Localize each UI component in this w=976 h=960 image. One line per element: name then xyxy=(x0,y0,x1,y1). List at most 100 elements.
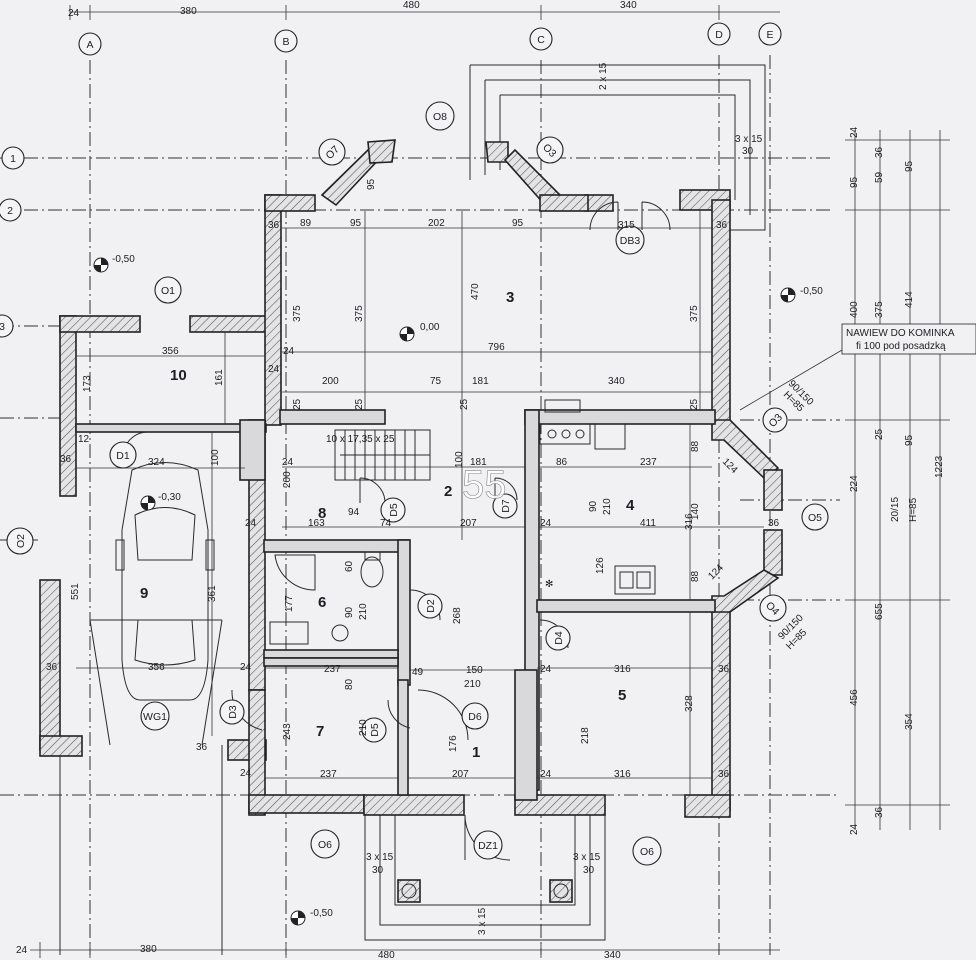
window-o7[interactable]: O7 xyxy=(318,138,346,166)
svg-text:243: 243 xyxy=(282,723,293,740)
door-d4[interactable]: D4 xyxy=(545,625,571,651)
dimension-values: 89 95 202 95 315 36 36 470 375 375 375 9… xyxy=(46,178,780,780)
rdim-95b: 95 xyxy=(904,160,915,172)
svg-text:D5: D5 xyxy=(369,723,381,737)
svg-text:375: 375 xyxy=(292,305,303,322)
garage-door-wg1[interactable]: WG1 xyxy=(140,701,170,731)
svg-text:36: 36 xyxy=(196,742,208,753)
terrace-30: 30 xyxy=(742,146,754,157)
vent-subtitle: fi 100 pod posadzką xyxy=(856,341,946,352)
room-5-label: 5 xyxy=(618,687,626,704)
wall-bottom-mid xyxy=(363,794,465,816)
svg-text:173: 173 xyxy=(82,375,93,392)
inner-dimension-lines xyxy=(76,211,764,795)
svg-text:12: 12 xyxy=(78,434,90,445)
terrace-steps: 3 x 15 xyxy=(735,134,763,145)
window-o3b[interactable]: O3 xyxy=(762,407,788,433)
axis-bubble-2: 2 xyxy=(0,198,22,222)
svg-text:140: 140 xyxy=(690,503,701,520)
window-o2[interactable]: O2 xyxy=(6,527,34,555)
svg-text:94: 94 xyxy=(348,507,360,518)
wall-bath-bottom xyxy=(263,649,399,659)
svg-text:361: 361 xyxy=(207,585,218,602)
axis-bubble-a: A xyxy=(78,32,102,56)
bottom-dimension-line: 24 380 480 340 xyxy=(16,942,780,960)
rdim-354: 354 xyxy=(904,713,915,730)
svg-text:89: 89 xyxy=(300,218,312,229)
svg-text:25: 25 xyxy=(292,398,303,410)
axis-bubble-c: C xyxy=(529,27,553,51)
porch-steps-right: 3 x 15 xyxy=(573,852,601,863)
svg-text:36: 36 xyxy=(46,662,58,673)
walls xyxy=(39,139,783,818)
svg-text:181: 181 xyxy=(470,457,487,468)
svg-text:O8: O8 xyxy=(433,111,447,123)
bottom-dim-380: 380 xyxy=(140,944,157,955)
svg-text:100: 100 xyxy=(454,451,465,468)
rdim-95c: 95 xyxy=(904,434,915,446)
svg-text:237: 237 xyxy=(640,457,657,468)
top-dim-340: 340 xyxy=(620,0,637,11)
svg-text:237: 237 xyxy=(320,769,337,780)
svg-text:-0,30: -0,30 xyxy=(158,492,181,503)
door-d5b[interactable]: D5 xyxy=(361,717,387,743)
svg-text:3: 3 xyxy=(0,321,5,333)
svg-text:356: 356 xyxy=(148,662,165,673)
wall-right-upper xyxy=(711,199,731,426)
svg-text:316: 316 xyxy=(684,513,695,530)
svg-text:316: 316 xyxy=(614,664,631,675)
watermark: 55 xyxy=(462,463,507,507)
svg-text:24: 24 xyxy=(240,768,252,779)
svg-text:163: 163 xyxy=(308,518,325,529)
svg-text:36: 36 xyxy=(60,454,72,465)
door-d2[interactable]: D2 xyxy=(417,593,443,619)
svg-text:551: 551 xyxy=(70,583,81,600)
axis-bubble-d: D xyxy=(707,22,731,46)
kitchen-fixtures: ✻ xyxy=(539,399,656,595)
svg-text:176: 176 xyxy=(448,735,459,752)
svg-text:200: 200 xyxy=(322,376,339,387)
level-marker-room3: 0,00 xyxy=(399,322,440,342)
window-o6-left[interactable]: O6 xyxy=(310,829,340,859)
svg-text:-0,50: -0,50 xyxy=(112,254,135,265)
bottom-dim-340: 340 xyxy=(604,950,621,960)
rdim-25: 25 xyxy=(874,428,885,440)
svg-text:24: 24 xyxy=(540,518,552,529)
window-o8[interactable]: O8 xyxy=(425,101,455,131)
svg-text:375: 375 xyxy=(354,305,365,322)
svg-text:328: 328 xyxy=(684,695,695,712)
door-d1[interactable]: D1 xyxy=(109,441,137,469)
svg-text:1: 1 xyxy=(10,153,16,165)
door-dz1[interactable]: DZ1 xyxy=(473,830,503,860)
window-o1[interactable]: O1 xyxy=(154,276,182,304)
wall-bay-right-stub xyxy=(539,194,589,212)
window-o5[interactable]: O5 xyxy=(801,503,829,531)
door-d5[interactable]: D5 xyxy=(380,497,406,523)
rdim-36b: 36 xyxy=(874,806,885,818)
rdim-375: 375 xyxy=(874,301,885,318)
svg-text:DZ1: DZ1 xyxy=(478,840,498,852)
door-d6[interactable]: D6 xyxy=(461,702,489,730)
porch: 3 x 15 30 3 x 15 30 3 x 15 xyxy=(364,800,606,941)
svg-text:181: 181 xyxy=(472,376,489,387)
door-d7[interactable]: D7 xyxy=(492,493,518,519)
room-10-label: 10 xyxy=(170,367,187,384)
room-labels: 10 9 3 2 8 4 6 7 1 5 xyxy=(140,289,635,761)
svg-text:DB3: DB3 xyxy=(620,235,641,247)
rdim-655: 655 xyxy=(874,603,885,620)
axis-bubbles: A B C D E 1 2 3 xyxy=(0,22,782,338)
window-o6-right[interactable]: O6 xyxy=(632,836,662,866)
wall-top-left xyxy=(264,194,316,212)
svg-text:316: 316 xyxy=(614,769,631,780)
wall-garage-divider xyxy=(75,423,267,433)
door-db3[interactable]: DB3 xyxy=(615,225,645,255)
svg-text:90: 90 xyxy=(344,606,355,618)
door-d3[interactable]: D3 xyxy=(219,699,245,725)
window-o4[interactable]: O4 xyxy=(759,594,787,622)
window-o3[interactable]: O3 xyxy=(536,136,564,164)
wall-bay-kitchen-right-b xyxy=(763,529,783,576)
room-7-label: 7 xyxy=(316,723,324,740)
svg-text:375: 375 xyxy=(689,305,700,322)
svg-text:WG1: WG1 xyxy=(143,711,167,723)
svg-text:E: E xyxy=(766,29,773,41)
